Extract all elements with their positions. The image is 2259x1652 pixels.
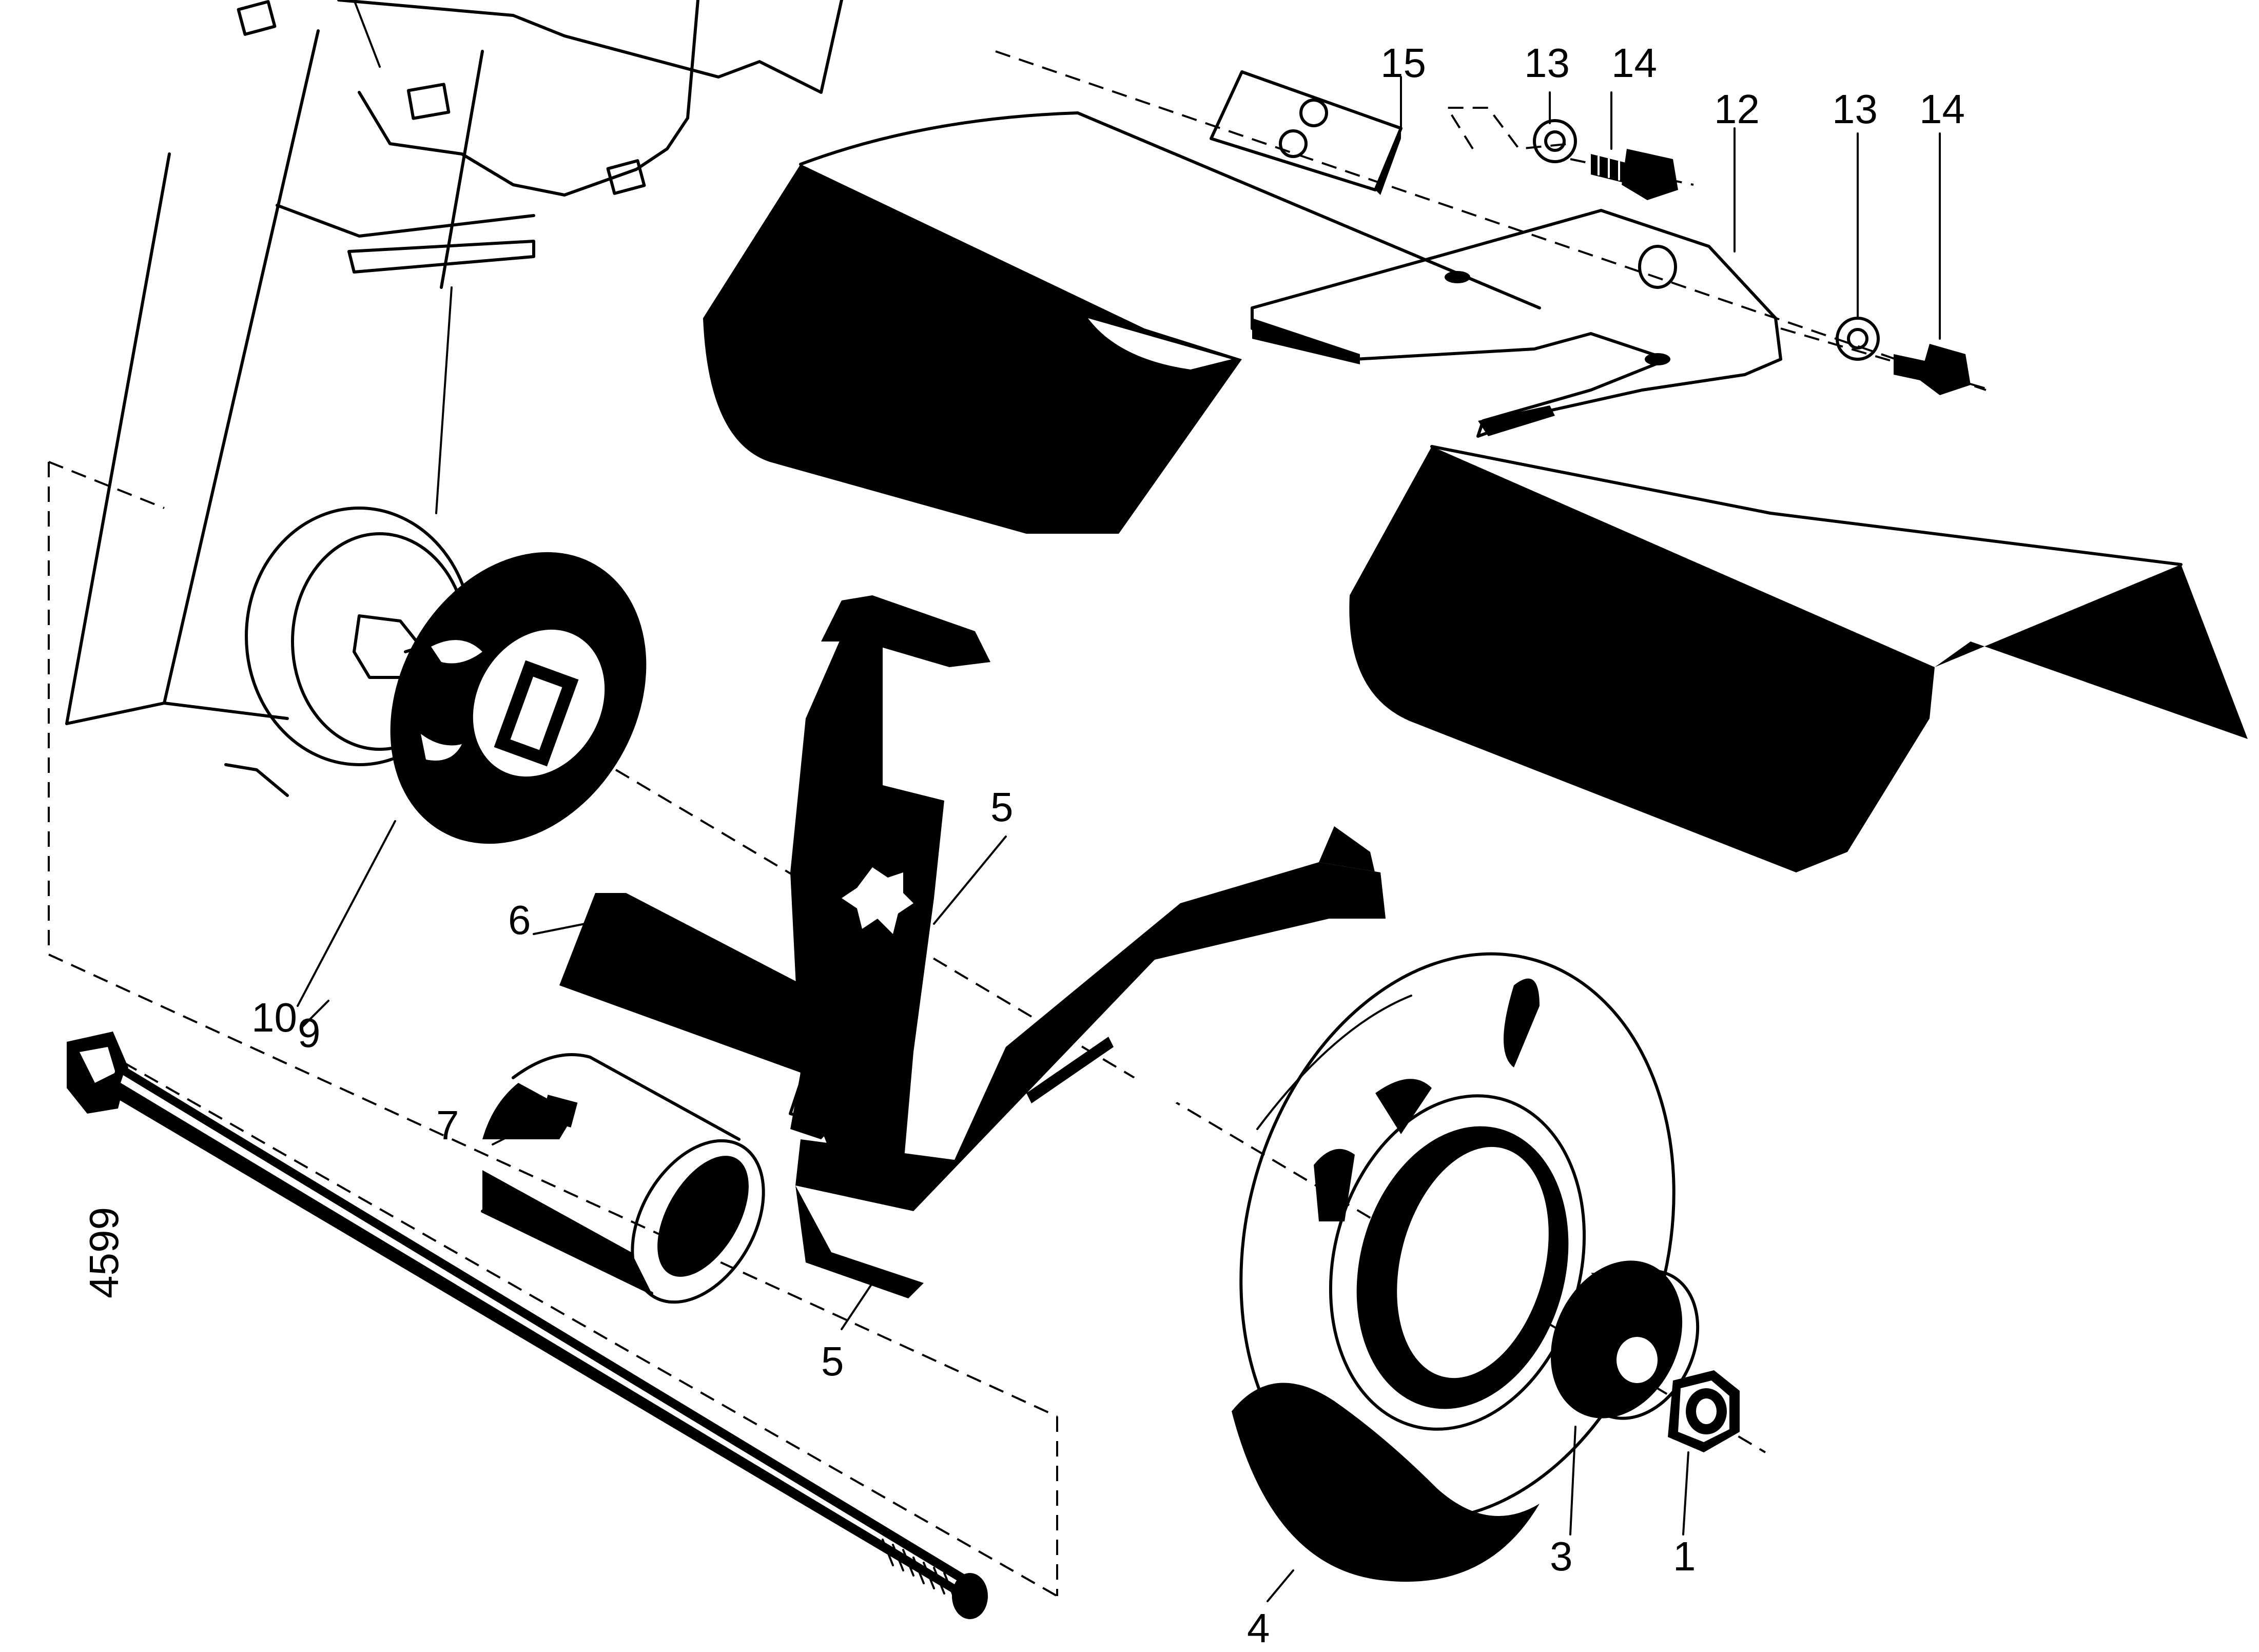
callout-15: 15 xyxy=(1380,40,1426,86)
callout-10: 10 xyxy=(251,995,297,1040)
callout-12: 12 xyxy=(1714,86,1760,132)
part-6-square-tube xyxy=(559,893,883,1139)
part-12-guard-left xyxy=(703,111,1541,534)
part-13-washer-lower xyxy=(1836,317,1880,361)
callout-14-lower: 14 xyxy=(1919,86,1965,132)
part-13-washer-upper xyxy=(1533,119,1577,163)
callout-5-lower: 5 xyxy=(821,1338,844,1384)
callout-14-upper: 14 xyxy=(1611,40,1657,86)
part-14-screw-lower xyxy=(1894,344,1971,395)
callout-9: 9 xyxy=(298,1010,321,1056)
callout-5-upper: 5 xyxy=(990,784,1014,830)
part-10-hub xyxy=(390,552,647,844)
callout-4: 4 xyxy=(1247,1605,1270,1651)
part-9-bolt xyxy=(67,1032,988,1619)
callouts: 15 13 14 12 13 14 5 6 10 9 7 5 4 3 1 459… xyxy=(81,40,1965,1651)
part-7-sleeve xyxy=(481,1053,765,1304)
part-15-plate xyxy=(1210,70,1403,195)
part-12-guard-right xyxy=(1349,445,2248,872)
callout-3: 3 xyxy=(1550,1533,1573,1579)
callout-13-upper: 13 xyxy=(1524,40,1570,86)
part-1-nut xyxy=(1668,1370,1740,1452)
callout-13-lower: 13 xyxy=(1832,86,1878,132)
figure-number: 4599 xyxy=(81,1207,127,1298)
part-4-disc xyxy=(1232,952,1676,1582)
callout-1: 1 xyxy=(1673,1533,1696,1579)
leader-lines xyxy=(297,76,1941,1602)
part-12-bracket xyxy=(1251,209,1782,438)
part-5-tine-lower xyxy=(795,826,1386,1298)
callout-6: 6 xyxy=(508,897,531,943)
part-3-collar xyxy=(1550,1260,1700,1420)
part-14-screw-upper xyxy=(1591,149,1678,200)
callout-7: 7 xyxy=(436,1102,459,1148)
